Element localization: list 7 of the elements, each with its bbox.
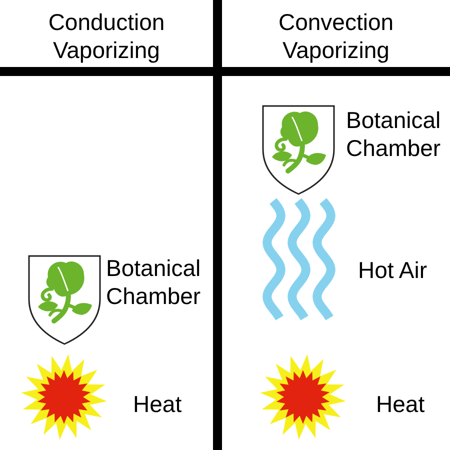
icon-label: Hot Air <box>358 256 428 284</box>
icon-label: Heat <box>133 390 183 418</box>
column-heading: Convection Vaporizing <box>277 8 395 64</box>
icon-label: Botanical Chamber <box>346 106 442 162</box>
icon-label: Heat <box>376 390 426 418</box>
column-heading: Conduction Vaporizing <box>47 8 166 64</box>
icon-label: Botanical Chamber <box>106 254 202 310</box>
